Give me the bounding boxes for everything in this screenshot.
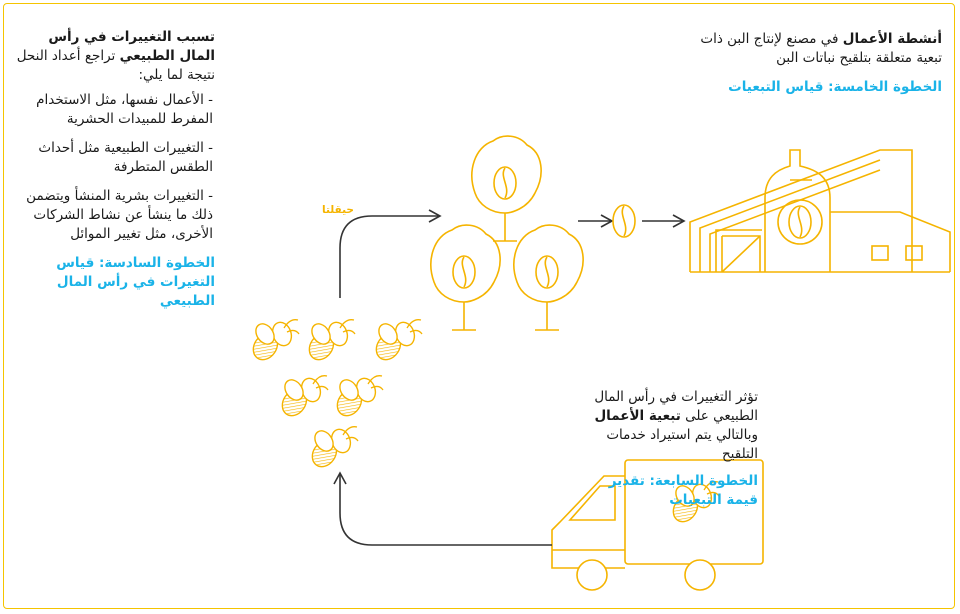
coffee-bean-icon [612,204,636,238]
natural-capital-heading-bold: تسبب التغييرات في رأس المال الطبيعي [48,29,215,64]
business-activity-rest: في مصنع لإنتاج البن ذات تبعية متعلقة بتل… [700,31,942,66]
natural-capital-heading-rest: تراجع أعداد النحل نتيجة لما يلي: [16,48,215,83]
business-activity-text: أنشطة الأعمال في مصنع لإنتاج البن ذات تب… [682,30,942,97]
step-seven-label: الخطوة السابعة: تقدير قيمة التبعيات [608,473,758,508]
bee-label: حيقلتا [322,204,354,216]
bee-icon [247,318,300,366]
bee-icon [303,318,356,366]
factory-icon [689,149,951,273]
arrow-icon [339,209,442,298]
coffee-tree-icon [472,136,541,241]
natural-capital-panel: تسبب التغييرات في رأس المال الطبيعي تراج… [15,28,215,311]
coffee-trees [431,136,583,330]
dependency-text-a: تؤثر التغييرات في رأس المال الطبيعي على [594,389,758,424]
bee-icon [370,318,423,366]
bee-icon [276,374,329,422]
business-activity-bold: أنشطة الأعمال [842,31,942,47]
step-six-label: الخطوة السادسة: قياس التغيرات في رأس الم… [56,255,215,309]
bee-icon [331,374,384,422]
step-five-label: الخطوة الخامسة: قياس التبعيات [728,79,942,95]
dependency-text-b: وبالتالي يتم استيراد خدمات التلقيح [606,427,758,462]
cause-item-1: - الأعمال نفسها، مثل الاستخدام المفرط لل… [36,92,213,127]
arrow-icon [333,471,552,546]
dependency-bold: تبعية الأعمال [594,408,681,424]
dependency-impact-text: تؤثر التغييرات في رأس المال الطبيعي على … [590,388,758,510]
cause-item-2: - التغييرات الطبيعية مثل أحداث الطقس الم… [38,140,213,175]
coffee-tree-icon [514,225,583,330]
truck-icon [551,459,764,591]
coffee-tree-icon [431,225,500,330]
bee-icon [306,425,359,473]
diagram-frame [3,3,955,609]
bee-swarm [247,318,423,473]
cause-item-3: - التغييرات بشرية المنشأ ويتضمن ذلك ما ي… [26,188,213,242]
